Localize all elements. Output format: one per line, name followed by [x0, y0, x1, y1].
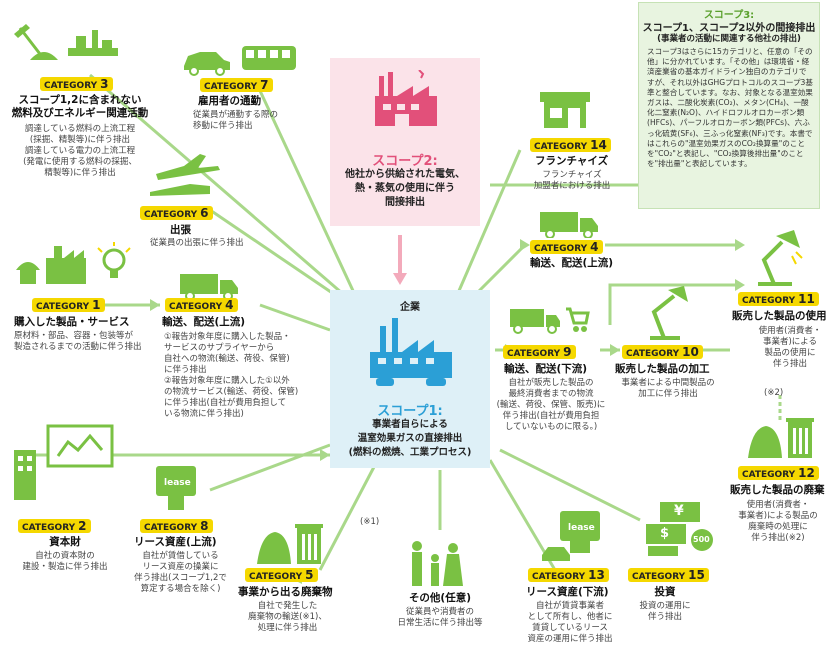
- desk-lamp-icon: [640, 286, 690, 346]
- category-8-desc: 自社が賃借している リース資産の操業に 伴う排出(スコープ1,2で 算定する場合…: [134, 551, 227, 594]
- category-2-desc: 自社の資本財の 建設・製造に伴う排出: [22, 551, 108, 572]
- scope1-box: 企業 スコープ1: 事業者自らによる 温室効果ガスの直接排出 (燃料の燃焼、工業…: [330, 290, 490, 468]
- other-title: その他(任意): [408, 592, 472, 604]
- category-14-desc: フランチャイズ 加盟者における排出: [533, 170, 611, 191]
- category-5-desc: 自社で発生した 廃棄物の輸送(※1)、 処理に伴う排出: [248, 601, 327, 633]
- scope2-body: 他社から供給された電気、 熱・蒸気の使用に伴う 間接排出: [345, 169, 465, 208]
- company-factory-icon: [370, 318, 452, 392]
- category-5-title: 事業から出る廃棄物: [238, 586, 333, 598]
- scope2-title: スコープ2:: [372, 154, 438, 169]
- category-2-title: 資本財: [49, 536, 81, 548]
- coin-label: 500: [693, 535, 710, 544]
- category-10-title: 販売した製品の加工: [615, 363, 710, 375]
- category-4-upstream-desc: ①報告対象年度に購入した製品・ サービスのサプライヤーから 自社への物流(輸送、…: [164, 332, 299, 419]
- line-cat7: [253, 79, 357, 296]
- line-cat14: [453, 149, 522, 301]
- building-icon: [10, 420, 120, 504]
- category-6-desc: 従業員の出張に伴う排出: [150, 238, 244, 248]
- line-cat5: [318, 464, 377, 571]
- lease-upstream-icon: lease: [150, 462, 210, 518]
- scope2-box: スコープ2: 他社から供給された電気、 熱・蒸気の使用に伴う 間接排出: [330, 58, 480, 226]
- car-train-icon: [180, 40, 300, 80]
- scope3-title: スコープ1、スコープ2以外の間接排出: [642, 23, 816, 34]
- scope1-body: 事業者自らによる 温室効果ガスの直接排出 (燃料の燃焼、工業プロセス): [348, 419, 472, 458]
- lease-downstream-icon: lease: [540, 505, 610, 569]
- shop-icon: [540, 90, 590, 134]
- category-3-title: スコープ1,2に含まれない 燃料及びエネルギー関連活動: [11, 94, 149, 119]
- category-9-desc: 自社が販売した製品の 最終消費者までの物流 (輸送、荷役、保管、販売)に 伴う排…: [496, 378, 606, 432]
- scope3-subtitle: (事業者の活動に関連する他社の排出): [657, 34, 801, 44]
- line-cat3: [89, 73, 351, 302]
- category-13-title: リース資産(下流): [526, 586, 609, 598]
- note-1: (※1): [360, 517, 380, 527]
- raw-materials-icon: [14, 228, 134, 294]
- lamp-icon: [752, 228, 812, 292]
- category-7-title: 雇用者の通勤: [198, 95, 261, 107]
- lease-upstream-label: lease: [164, 478, 191, 488]
- category-4-upstream-title: 輸送、配送(上流): [162, 316, 246, 328]
- scope3-box: スコープ3: スコープ1、スコープ2以外の間接排出 (事業者の活動に関連する他社…: [638, 2, 820, 209]
- category-6-title: 出張: [170, 224, 191, 236]
- category-11-desc: 使用者(消費者・ 事業者)による 製品の使用に 伴う排出: [758, 326, 822, 369]
- category-10-desc: 事業者による中間製品の 加工に伴う排出: [621, 378, 715, 399]
- scope3-body: スコープ3はさらに15カテゴリと、任意の「その他」に分かれています。「その他」は…: [647, 47, 813, 169]
- scope1-title: スコープ1:: [377, 404, 443, 419]
- category-13-desc: 自社が賃貸事業者 として所有し、他者に 賃貸しているリース 資産の運用に伴う排出: [527, 601, 613, 644]
- note-2: (※2): [764, 388, 784, 398]
- category-9-title: 輸送、配送(下流): [504, 363, 588, 375]
- category-1-title: 購入した製品・サービス: [14, 316, 130, 328]
- truck-right-icon: [540, 210, 600, 242]
- airplane-train-icon: [150, 150, 222, 204]
- factory-icon: [375, 69, 437, 132]
- category-3-desc: 調達している燃料の上流工程 (採掘、精製等)に伴う排出 調達している電力の上流工…: [23, 124, 137, 178]
- category-8-title: リース資産(上流): [134, 536, 217, 548]
- truck-cart-icon: [510, 305, 590, 339]
- line-cat13: [488, 459, 557, 571]
- category-1-desc: 原材料・部品、容器・包装等が 製造されるまでの活動に伴う排出: [14, 331, 142, 352]
- category-14-title: フランチャイズ: [535, 155, 609, 167]
- category-7-desc: 従業員が通勤する際の 移動に伴う排出: [193, 110, 279, 131]
- category-15-title: 投資: [654, 586, 676, 598]
- other-desc: 従業員や消費者の 日常生活に伴う排出等: [397, 607, 483, 628]
- yen-symbol: ¥: [674, 503, 684, 519]
- company-label: 企業: [400, 302, 420, 313]
- money-icon: ¥ $ 500: [640, 500, 720, 566]
- lease-downstream-label: lease: [568, 523, 595, 533]
- garbage-bin-icon: [255, 518, 325, 572]
- waste-bin-icon: [746, 412, 816, 466]
- scope3-header: スコープ3:: [703, 10, 755, 21]
- category-4-right-title: 輸送、配送(上流): [530, 257, 614, 269]
- line-cat8: [209, 443, 331, 492]
- family-icon: [405, 540, 475, 592]
- category-12-title: 販売した製品の廃棄: [730, 484, 825, 496]
- category-11-title: 販売した製品の使用: [732, 310, 826, 322]
- mining-ship-icon: [12, 20, 122, 74]
- dollar-symbol: $: [660, 526, 670, 541]
- line-cat15: [499, 448, 641, 522]
- category-15-desc: 投資の運用に 伴う排出: [639, 601, 691, 622]
- category-12-desc: 使用者(消費者・ 事業者)による製品の 廃棄時の処理に 伴う排出(※2): [738, 500, 818, 543]
- line-cat6: [209, 208, 351, 307]
